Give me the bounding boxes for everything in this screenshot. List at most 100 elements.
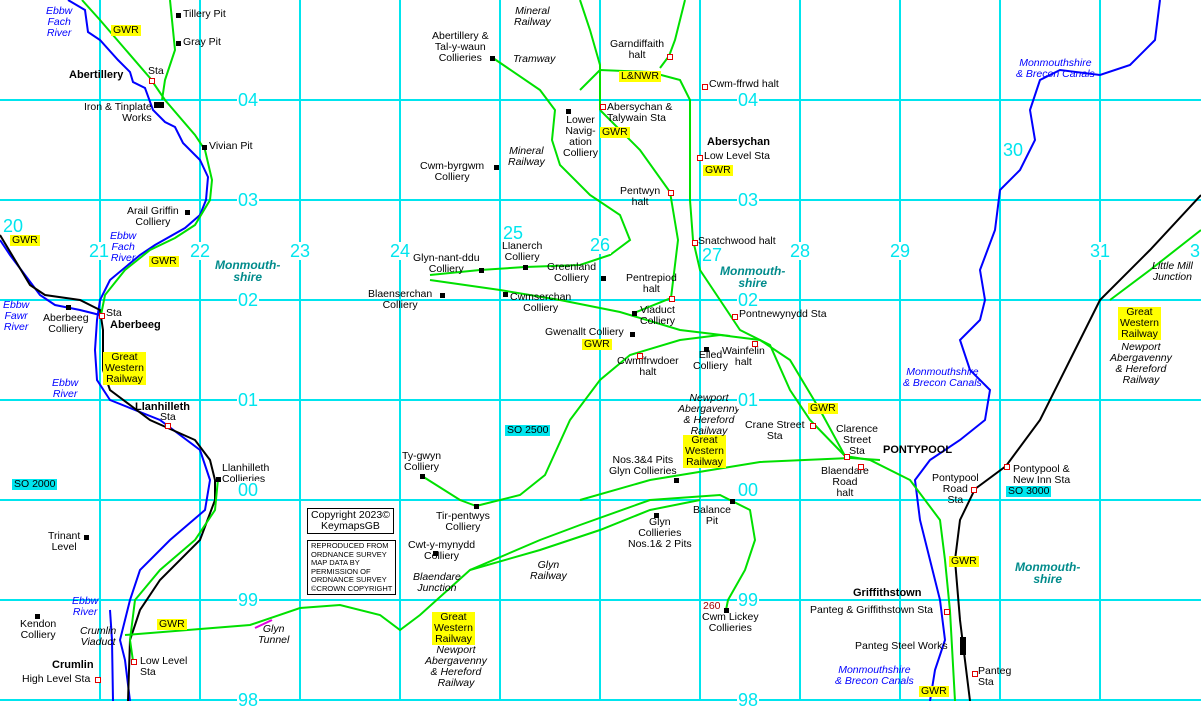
mineral-railway-label: Mineral Railway [514, 5, 551, 28]
station-marker [149, 78, 155, 84]
abertillery-talywaun-collieries: Abertillery & Tal-y-waun Collieries [432, 30, 489, 64]
llanhilleth-sta: Sta [160, 411, 176, 423]
northing-label: 98 [237, 690, 260, 710]
canal-label: Monmouthshire & Brecon Canals [1016, 57, 1095, 80]
station-marker [844, 454, 850, 460]
viaduct-colliery: Viaduct Colliery [640, 304, 676, 327]
nahr-label: Newport Abergavenny & Hereford Railway [678, 392, 740, 437]
river-label: Ebbw Fawr River [3, 299, 30, 333]
northing-label: 01 [237, 390, 260, 410]
northing-label: 00 [237, 480, 260, 500]
easting-label: 20 [2, 216, 25, 236]
station-marker [732, 314, 738, 320]
crumlin-high-level-sta: High Level Sta [22, 673, 91, 685]
great-western-railway-label: Great Western Railway [432, 611, 475, 645]
panteg-griffithstown-sta: Panteg & Griffithstown Sta [810, 604, 933, 616]
glyn-railway-label: Glyn Railway [530, 559, 567, 582]
easting-label: 3 [1189, 241, 1201, 261]
cwm-byrgwm-colliery: Cwm-byrgwm Colliery [420, 160, 485, 183]
great-western-railway-label: Great Western Railway [1118, 306, 1161, 340]
os-notice: REPRODUCED FROM ORDNANCE SURVEY MAP DATA… [307, 540, 397, 595]
elled-colliery: Elled Colliery [693, 349, 729, 372]
station-marker [637, 353, 643, 359]
llanhilleth-town: Llanhilleth [135, 401, 190, 413]
colliery-marker [724, 608, 729, 613]
colliery-marker [84, 535, 89, 540]
station-marker [669, 296, 675, 302]
grid-square-label: SO 2000 [12, 478, 58, 490]
aberbeeg-sta: Sta [106, 307, 122, 319]
pontypool-town: PONTYPOOL [883, 444, 953, 456]
easting-label: 25 [502, 223, 525, 243]
great-western-railway-label: Great Western Railway [103, 351, 146, 385]
station-marker [165, 423, 171, 429]
easting-label: 26 [589, 235, 612, 255]
colliery-marker [35, 614, 40, 619]
clarence-street-sta: Clarence Street Sta [836, 423, 879, 457]
colliery-marker [66, 305, 71, 310]
cwmserchan-colliery: Cwmserchan Colliery [510, 291, 572, 314]
northing-label: 99 [237, 590, 260, 610]
pontypool-road-sta: Pontypool Road Sta [932, 472, 979, 506]
northing-label: 03 [237, 190, 260, 210]
pentrepiod-halt: Pentrepiod halt [626, 272, 677, 295]
northing-label: 01 [737, 390, 760, 410]
glyn-nant-ddu-colliery: Glyn-nant-ddu Colliery [413, 252, 480, 275]
panteg-sta: Panteg Sta [978, 665, 1012, 688]
copyright-box: Copyright 2023© KeymapsGB [307, 508, 394, 534]
abersychan-town: Abersychan [707, 136, 770, 148]
northing-label: 03 [737, 190, 760, 210]
cwm-lickey-collieries: Cwm Lickey Collieries [702, 611, 759, 634]
garndiffaith-halt: Garndiffaith halt [610, 38, 665, 61]
balance-pit: Balance Pit [693, 504, 731, 527]
gwr-label: GWR [149, 255, 179, 267]
colliery-marker [420, 474, 425, 479]
abersychan-low-level-sta: Low Level Sta [704, 150, 770, 162]
colliery-marker [503, 292, 508, 297]
river-label: Ebbw River [72, 595, 99, 618]
northing-label: 99 [737, 590, 760, 610]
gwr-label: GWR [919, 685, 949, 697]
colliery-marker [185, 210, 190, 215]
aberbeeg-town: Aberbeeg [110, 319, 161, 331]
gwr-label: GWR [10, 234, 40, 246]
colliery-marker [440, 293, 445, 298]
easting-label: 24 [389, 241, 412, 261]
easting-label: 31 [1089, 241, 1112, 261]
llanhilleth-collieries: Llanhilleth Collieries [222, 462, 270, 485]
lower-navigation-colliery: Lower Navig- ation Colliery [563, 114, 599, 159]
wainfelin-halt: Wainfelin halt [722, 345, 765, 368]
easting-label: 21 [88, 241, 111, 261]
gwr-label: GWR [808, 402, 838, 414]
ebbw-river [109, 609, 114, 701]
mineral-railway-label: Mineral Railway [508, 145, 545, 168]
brecon-canal [913, 0, 1161, 701]
little-mill-junction: Little Mill Junction [1152, 260, 1193, 283]
rivers-canals [0, 0, 1161, 701]
colliery-marker [654, 513, 659, 518]
blaenserchan-colliery: Blaenserchan Colliery [368, 288, 433, 311]
station-marker [95, 677, 101, 683]
station-marker [858, 464, 864, 470]
grid-square-label: SO 2500 [505, 424, 551, 436]
pentwyn-halt: Pentwyn halt [620, 185, 661, 208]
glyn-tunnel-label: Glyn Tunnel [258, 623, 290, 646]
colliery-marker [216, 477, 221, 482]
colliery-marker [474, 504, 479, 509]
panteg-steel-works: Panteg Steel Works [855, 640, 948, 652]
easting-label: 30 [1002, 140, 1025, 160]
easting-label: 22 [189, 241, 212, 261]
easting-label: 29 [889, 241, 912, 261]
station-marker [600, 104, 606, 110]
crumlin-low-level-sta: Low Level Sta [140, 655, 188, 678]
colliery-marker [674, 478, 679, 483]
northing-label: 02 [737, 290, 760, 310]
river-label: Ebbw Fach River [46, 5, 73, 39]
glyn-collieries-1-2: Glyn Collieries Nos.1& 2 Pits [628, 516, 692, 550]
nahr-label: Newport Abergavenny & Hereford Railway [1110, 341, 1172, 386]
great-western-railway-label: Great Western Railway [683, 434, 726, 468]
ebbw-fach-river [67, 0, 212, 701]
snatchwood-halt: Snatchwood halt [698, 235, 776, 247]
northing-label: 04 [237, 90, 260, 110]
